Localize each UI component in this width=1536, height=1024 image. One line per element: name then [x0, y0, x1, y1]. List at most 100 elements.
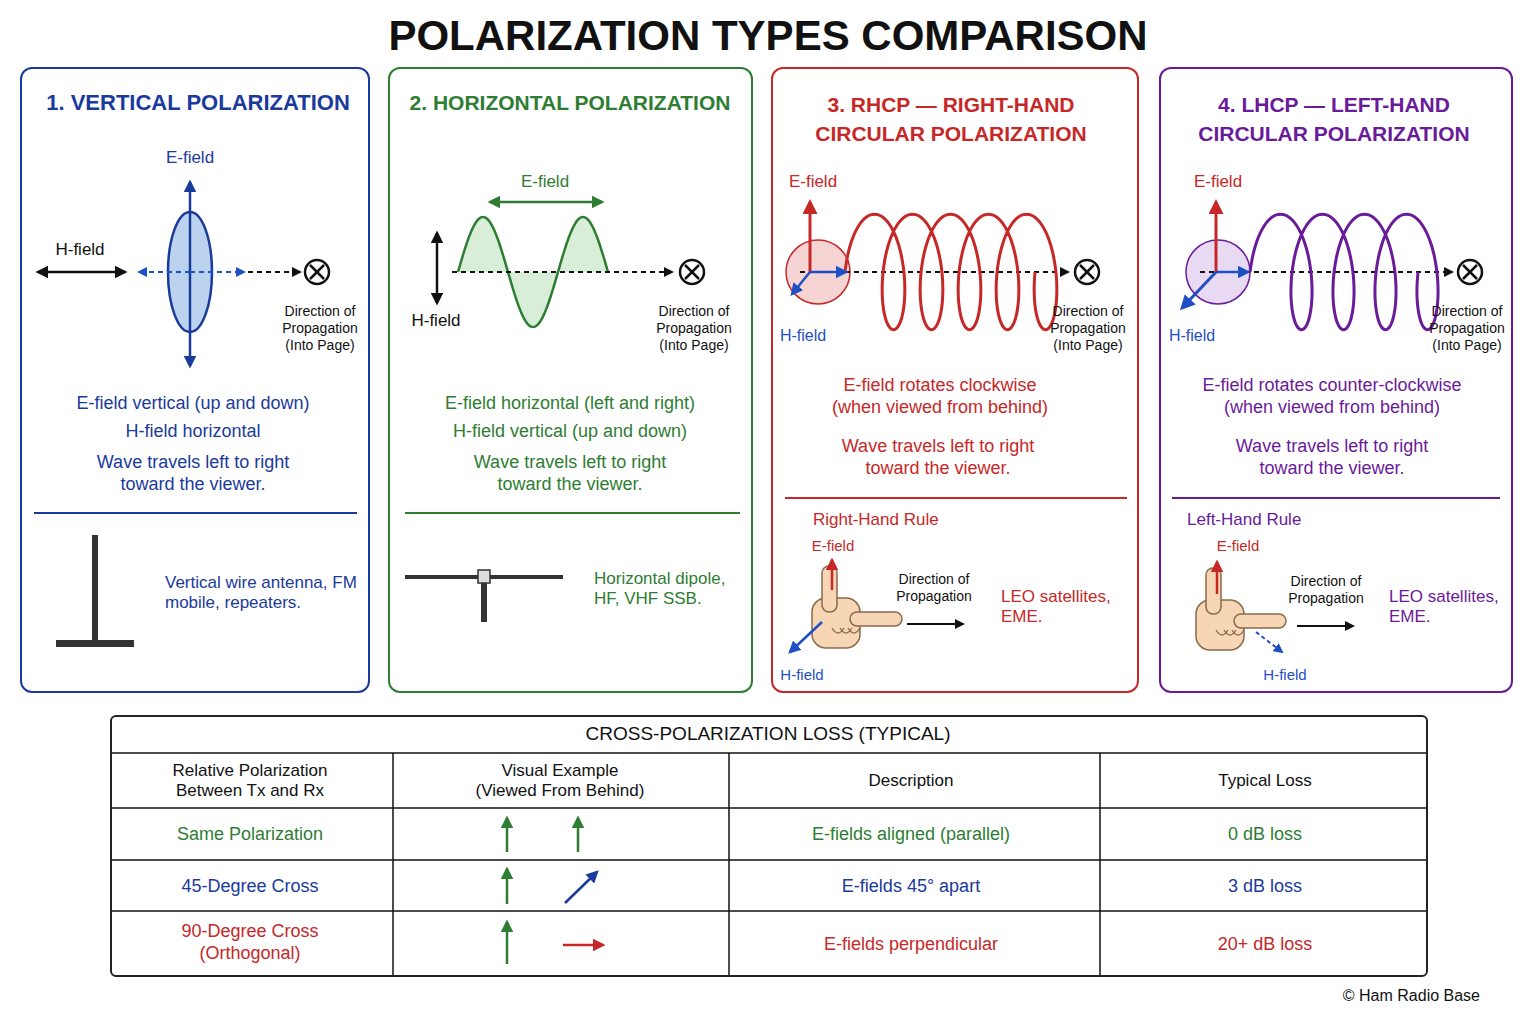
into-page-symbol — [305, 260, 329, 284]
vertical-antenna-rod — [92, 535, 98, 641]
field-label: Direction of Propagation — [879, 571, 989, 605]
field-arrow — [1215, 202, 1218, 272]
table-cell: E-fields perpendicular — [746, 934, 1076, 956]
into-page-cross — [1080, 265, 1094, 279]
helix-wave — [845, 214, 1057, 330]
panel-heading: 4. LHCP — LEFT-HAND CIRCULAR POLARIZATIO… — [1184, 90, 1484, 148]
field-label: Direction of Propagation (Into Page) — [1417, 303, 1517, 353]
divider-line — [34, 512, 357, 514]
panel-text: H-field horizontal — [33, 421, 353, 443]
table-row-line — [111, 910, 1427, 912]
h-field-arrow — [1216, 271, 1248, 274]
divider-line — [785, 497, 1127, 499]
h-field-arrow — [38, 271, 125, 274]
panel-heading: CROSS-POLARIZATION LOSS (TYPICAL) — [418, 723, 1118, 746]
polarization-sample-arrow — [506, 869, 509, 904]
table-cell: Typical Loss — [1145, 771, 1385, 791]
table-cell: 3 dB loss — [1145, 876, 1385, 898]
field-arrow — [189, 272, 192, 366]
table-cell: E-fields aligned (parallel) — [746, 824, 1076, 846]
h-field-arrow — [1256, 632, 1282, 652]
table-row-line — [111, 807, 1427, 809]
field-label: E-field — [768, 172, 858, 192]
field-label: H-field — [762, 666, 842, 684]
field-label: E-field — [145, 148, 235, 168]
divider-line — [405, 512, 740, 514]
panel-text: Wave travels left to right toward the vi… — [818, 436, 1058, 479]
into-page-cross — [1463, 265, 1477, 279]
panel-heading: 2. HORIZONTAL POLARIZATION — [390, 90, 750, 115]
panel-text: Left-Hand Rule — [1187, 510, 1387, 530]
hand-curled-finger — [848, 628, 860, 633]
table-cell: 0 dB loss — [1145, 824, 1385, 846]
panel-text: Right-Hand Rule — [813, 510, 1013, 530]
panel-text: Wave travels left to right toward the vi… — [73, 452, 313, 495]
hand-curled-finger — [1232, 630, 1244, 635]
propagation-arrow — [1297, 625, 1353, 627]
table-row-line — [111, 859, 1427, 861]
panel-heading: 3. RHCP — RIGHT-HAND CIRCULAR POLARIZATI… — [801, 90, 1101, 148]
panel-text: Wave travels left to right toward the vi… — [450, 452, 690, 495]
panel-text: E-field vertical (up and down) — [33, 393, 353, 415]
dipole-feedpoint — [478, 570, 490, 583]
table-cell: 20+ dB loss — [1145, 934, 1385, 956]
field-label: Direction of Propagation (Into Page) — [1038, 303, 1138, 353]
field-label: Direction of Propagation (Into Page) — [644, 303, 744, 353]
hand-thumb — [1206, 568, 1221, 614]
diagram-title: POLARIZATION TYPES COMPARISON — [268, 11, 1268, 61]
table-cell: Relative Polarization Between Tx and Rx — [150, 761, 350, 802]
hand-index-finger — [850, 612, 902, 626]
table-cell: 45-Degree Cross — [120, 876, 380, 898]
polarization-sample-arrow — [577, 818, 580, 852]
table-column-line — [392, 753, 394, 976]
h-field-arrow — [790, 622, 822, 652]
field-label: H-field — [1245, 666, 1325, 684]
panel-text: E-field horizontal (left and right) — [405, 393, 735, 415]
field-arrow — [1216, 562, 1219, 594]
hand-index-finger — [1234, 614, 1286, 628]
panel-text: Wave travels left to right toward the vi… — [1212, 436, 1452, 479]
h-field-dashed-arrow — [190, 271, 244, 273]
panel-heading: 1. VERTICAL POLARIZATION — [28, 90, 368, 116]
table-row-line — [111, 752, 1427, 754]
field-label: E-field — [793, 537, 873, 555]
into-page-symbol — [1458, 260, 1482, 284]
panel-text: Vertical wire antenna, FM mobile, repeat… — [165, 573, 360, 614]
into-page-cross — [1463, 265, 1477, 279]
field-label: H-field — [391, 311, 481, 331]
table-column-line — [1099, 753, 1101, 976]
copyright-note: © Ham Radio Base — [1260, 986, 1480, 1005]
table-cell: E-fields 45° apart — [746, 876, 1076, 898]
field-label: Direction of Propagation (Into Page) — [270, 303, 370, 353]
field-arrow — [831, 560, 834, 590]
table-cell: Visual Example (Viewed From Behind) — [471, 761, 649, 802]
propagation-arrow — [907, 623, 963, 625]
panel-text: Horizontal dipole, HF, VHF SSB. — [594, 569, 754, 610]
hand-thumb — [822, 566, 837, 612]
into-page-cross — [310, 265, 324, 279]
dipole-feedline — [481, 582, 487, 622]
into-page-cross — [1080, 265, 1094, 279]
polarization-sample-arrow — [565, 872, 597, 903]
panel-text: H-field vertical (up and down) — [405, 421, 735, 443]
into-page-symbol — [1075, 260, 1099, 284]
into-page-cross — [685, 265, 699, 279]
helix-wave — [1250, 214, 1438, 330]
polarization-sample-arrow — [506, 922, 509, 964]
polarization-disc — [786, 240, 850, 304]
table-cell: Same Polarization — [120, 824, 380, 846]
propagation-arrow — [800, 271, 1068, 273]
h-field-arrow — [792, 272, 810, 294]
field-label: H-field — [35, 240, 125, 260]
h-field-arrow — [1182, 272, 1216, 308]
h-field-arrow — [810, 271, 846, 274]
field-arrow — [189, 182, 192, 272]
field-label: E-field — [500, 172, 590, 192]
table-cell: 90-Degree Cross (Orthogonal) — [150, 921, 350, 964]
field-arrow — [809, 202, 812, 272]
polarization-sample-arrow — [563, 944, 603, 947]
field-label: E-field — [1173, 172, 1263, 192]
horizontal-panel: 2. HORIZONTAL POLARIZATION E-field horizo… — [388, 67, 753, 693]
